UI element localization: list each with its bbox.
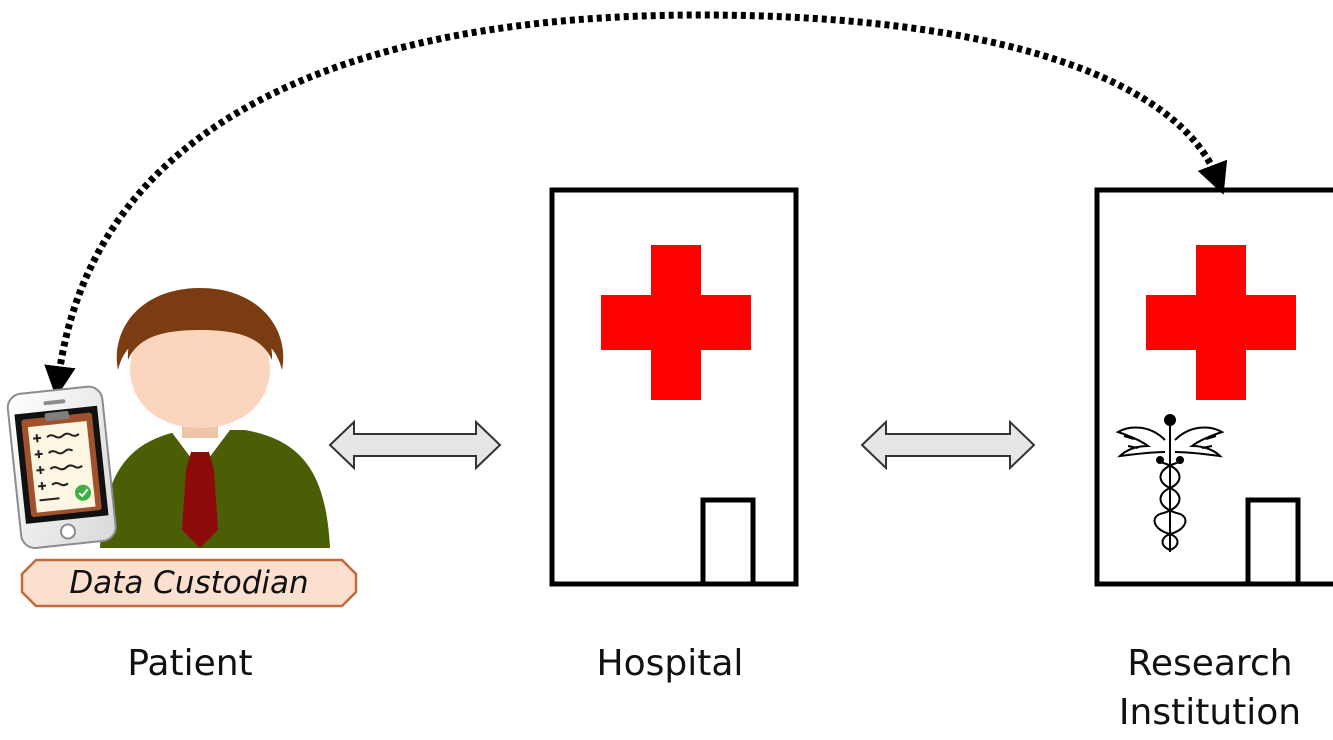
research-institution-label-line2: Institution xyxy=(1118,692,1302,733)
double-arrow-icon xyxy=(860,419,1036,471)
patient-avatar-icon xyxy=(100,288,330,548)
custodian-badge xyxy=(20,558,358,608)
data-custodian-label: Data Custodian xyxy=(69,565,309,601)
check-icon xyxy=(75,484,92,501)
hospital-building xyxy=(549,187,799,587)
caduceus-icon xyxy=(1115,414,1225,552)
double-arrow-icon xyxy=(328,419,502,471)
hospital-label: Hospital xyxy=(596,643,744,684)
door-icon xyxy=(1245,497,1301,587)
door-icon xyxy=(700,497,756,587)
phone-clipboard-icon xyxy=(6,385,117,549)
red-cross-icon xyxy=(601,245,751,400)
patient-label: Patient xyxy=(127,643,253,684)
research-building xyxy=(1094,187,1333,587)
research-institution-label: Research xyxy=(1127,643,1293,684)
red-cross-icon xyxy=(1146,245,1296,400)
